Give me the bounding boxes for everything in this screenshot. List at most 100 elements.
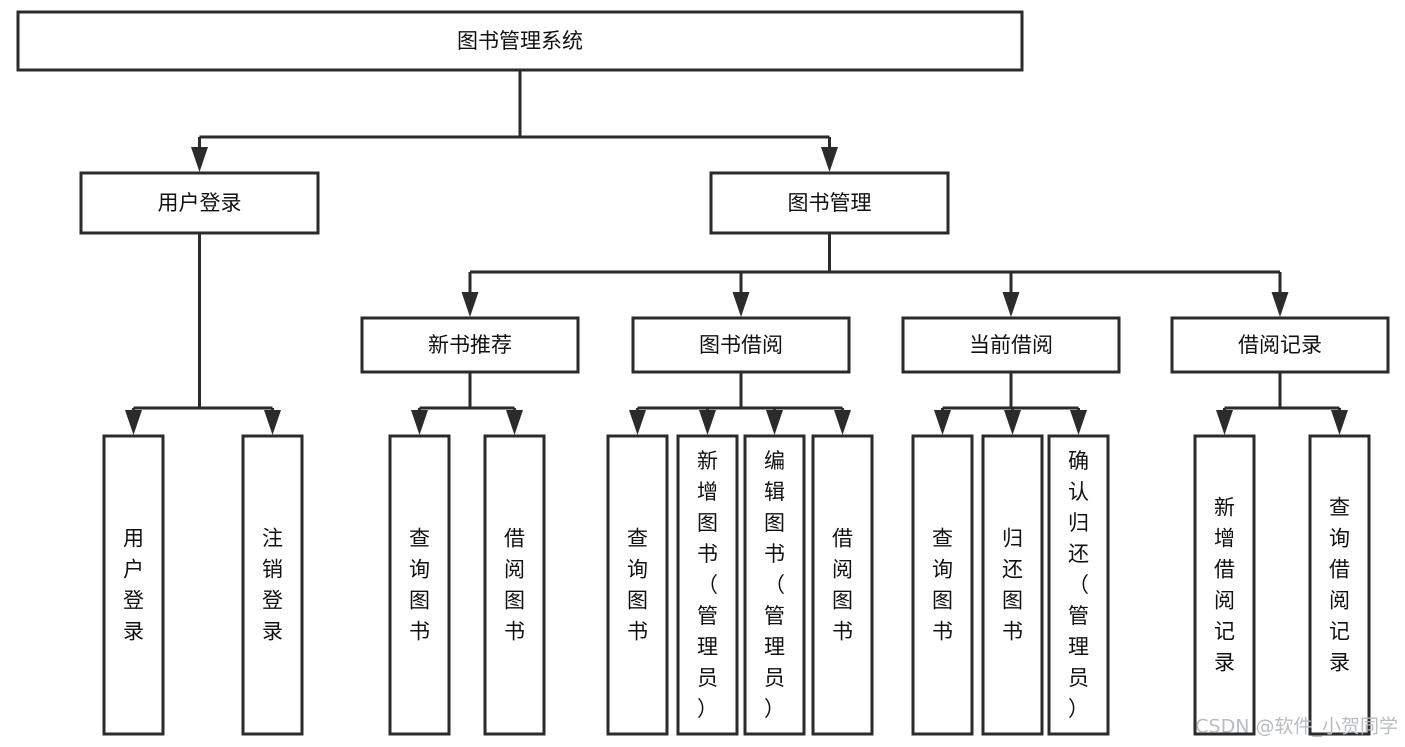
node-label-char: 员 bbox=[1068, 666, 1089, 690]
node-label-char: 增 bbox=[1214, 527, 1235, 551]
node-book-borrow[interactable]: 图书借阅 bbox=[631, 316, 851, 374]
node-layer: 图书管理系统用户登录图书管理新书推荐图书借阅当前借阅借阅记录用户登录注销登录查询… bbox=[16, 10, 1390, 736]
node-leaf-add-borrow-record[interactable]: 新增借阅记录 bbox=[1193, 434, 1256, 736]
node-label-char: 录 bbox=[262, 620, 283, 644]
node-box[interactable] bbox=[709, 171, 950, 235]
node-leaf-query-borrow-record[interactable]: 查询借阅记录 bbox=[1308, 434, 1371, 736]
node-label-char: 阅 bbox=[504, 558, 525, 582]
node-box[interactable] bbox=[1047, 434, 1110, 736]
node-box[interactable] bbox=[1308, 434, 1371, 736]
node-leaf-add-book-admin[interactable]: 新增图书（管理员） bbox=[676, 434, 739, 736]
node-label-char: 编 bbox=[764, 449, 785, 473]
node-label-char: 增 bbox=[697, 480, 718, 504]
node-box[interactable] bbox=[1193, 434, 1256, 736]
connector-group bbox=[1216, 372, 1348, 435]
node-label: 用户登录 bbox=[158, 191, 242, 215]
node-box[interactable] bbox=[388, 434, 451, 736]
node-label-char: 借 bbox=[832, 527, 853, 551]
node-new-book-recommend[interactable]: 新书推荐 bbox=[360, 316, 580, 374]
node-label-char: 登 bbox=[123, 589, 144, 613]
node-label-char: 借 bbox=[1329, 558, 1350, 582]
arrow-head-icon bbox=[191, 147, 208, 172]
node-leaf-edit-book-admin[interactable]: 编辑图书（管理员） bbox=[743, 434, 806, 736]
arrow-head-icon bbox=[1004, 410, 1021, 435]
node-leaf-user-login[interactable]: 用户登录 bbox=[102, 434, 165, 736]
node-box[interactable] bbox=[606, 434, 669, 736]
node-label: 图书借阅 bbox=[699, 333, 783, 357]
node-leaf-return-book[interactable]: 归还图书 bbox=[981, 434, 1044, 736]
node-leaf-logout-login[interactable]: 注销登录 bbox=[241, 434, 304, 736]
node-user-login[interactable]: 用户登录 bbox=[79, 171, 320, 235]
node-label-char: 理 bbox=[1068, 635, 1089, 659]
arrow-head-icon bbox=[834, 410, 851, 435]
connector-group bbox=[934, 372, 1087, 435]
node-label-char: 阅 bbox=[832, 558, 853, 582]
node-label-char: 新 bbox=[697, 449, 718, 473]
node-box[interactable] bbox=[901, 316, 1121, 374]
arrow-head-icon bbox=[629, 410, 646, 435]
connector-layer bbox=[125, 70, 1348, 435]
node-label: 借阅记录 bbox=[1238, 333, 1322, 357]
node-box[interactable] bbox=[241, 434, 304, 736]
node-label-char: 户 bbox=[123, 558, 144, 582]
node-leaf-query-book-b[interactable]: 查询图书 bbox=[606, 434, 669, 736]
node-box[interactable] bbox=[981, 434, 1044, 736]
node-box[interactable] bbox=[1170, 316, 1390, 374]
arrow-head-icon bbox=[699, 410, 716, 435]
node-box[interactable] bbox=[16, 10, 1024, 72]
node-label-char: （ bbox=[697, 573, 718, 597]
node-label: 查询图书 bbox=[409, 527, 430, 644]
node-label-char: 书 bbox=[627, 620, 648, 644]
node-label: 归还图书 bbox=[1002, 527, 1023, 644]
node-root[interactable]: 图书管理系统 bbox=[16, 10, 1024, 72]
node-box[interactable] bbox=[676, 434, 739, 736]
node-label: 新增借阅记录 bbox=[1214, 496, 1235, 675]
node-leaf-borrow-book-b[interactable]: 借阅图书 bbox=[811, 434, 874, 736]
node-label-char: 录 bbox=[1329, 651, 1350, 675]
arrow-head-icon bbox=[1331, 410, 1348, 435]
node-label-char: 登 bbox=[262, 589, 283, 613]
node-label-char: 注 bbox=[262, 527, 283, 551]
node-box[interactable] bbox=[360, 316, 580, 374]
node-label: 编辑图书（管理员） bbox=[764, 449, 785, 721]
node-label-char: 销 bbox=[262, 558, 283, 582]
node-label-char: 归 bbox=[1002, 527, 1023, 551]
node-box[interactable] bbox=[743, 434, 806, 736]
node-borrow-record[interactable]: 借阅记录 bbox=[1170, 316, 1390, 374]
node-label-char: 认 bbox=[1068, 480, 1089, 504]
node-label-char: 新 bbox=[1214, 496, 1235, 520]
node-label-char: 还 bbox=[1002, 558, 1023, 582]
node-leaf-query-book-a[interactable]: 查询图书 bbox=[388, 434, 451, 736]
arrow-head-icon bbox=[125, 410, 142, 435]
node-current-borrow[interactable]: 当前借阅 bbox=[901, 316, 1121, 374]
node-label-char: 图 bbox=[409, 589, 430, 613]
node-box[interactable] bbox=[911, 434, 974, 736]
node-box[interactable] bbox=[79, 171, 320, 235]
node-box[interactable] bbox=[102, 434, 165, 736]
node-label-char: 书 bbox=[764, 542, 785, 566]
node-leaf-confirm-return-admin[interactable]: 确认归还（管理员） bbox=[1047, 434, 1110, 736]
node-label-char: 图 bbox=[697, 511, 718, 535]
node-label: 注销登录 bbox=[262, 527, 283, 644]
node-book-manage[interactable]: 图书管理 bbox=[709, 171, 950, 235]
node-label: 查询借阅记录 bbox=[1329, 496, 1350, 675]
node-box[interactable] bbox=[631, 316, 851, 374]
node-box[interactable] bbox=[483, 434, 546, 736]
arrow-head-icon bbox=[1271, 292, 1289, 317]
node-box[interactable] bbox=[811, 434, 874, 736]
arrow-head-icon bbox=[264, 410, 281, 435]
node-label-char: 管 bbox=[697, 604, 718, 628]
node-label-char: ） bbox=[1068, 697, 1089, 721]
node-label-char: 理 bbox=[764, 635, 785, 659]
node-label-char: 记 bbox=[1214, 620, 1235, 644]
node-label-char: 书 bbox=[1002, 620, 1023, 644]
node-leaf-borrow-book-a[interactable]: 借阅图书 bbox=[483, 434, 546, 736]
node-label: 确认归还（管理员） bbox=[1068, 449, 1089, 721]
connector-group bbox=[629, 372, 851, 435]
node-label-char: 图 bbox=[832, 589, 853, 613]
node-label: 图书管理 bbox=[788, 191, 872, 215]
connector-group bbox=[125, 233, 281, 435]
node-leaf-query-book-c[interactable]: 查询图书 bbox=[911, 434, 974, 736]
